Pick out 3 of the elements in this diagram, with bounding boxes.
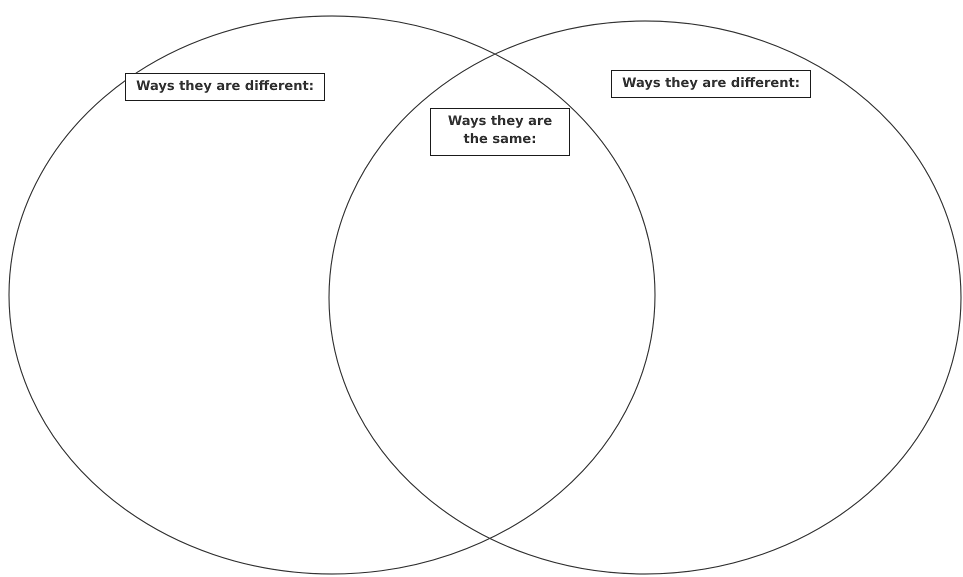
heading-label: Ways they are the same: (430, 108, 570, 156)
heading-label: Ways they are different: (125, 73, 325, 101)
heading-label: Ways they are different: (611, 70, 811, 98)
